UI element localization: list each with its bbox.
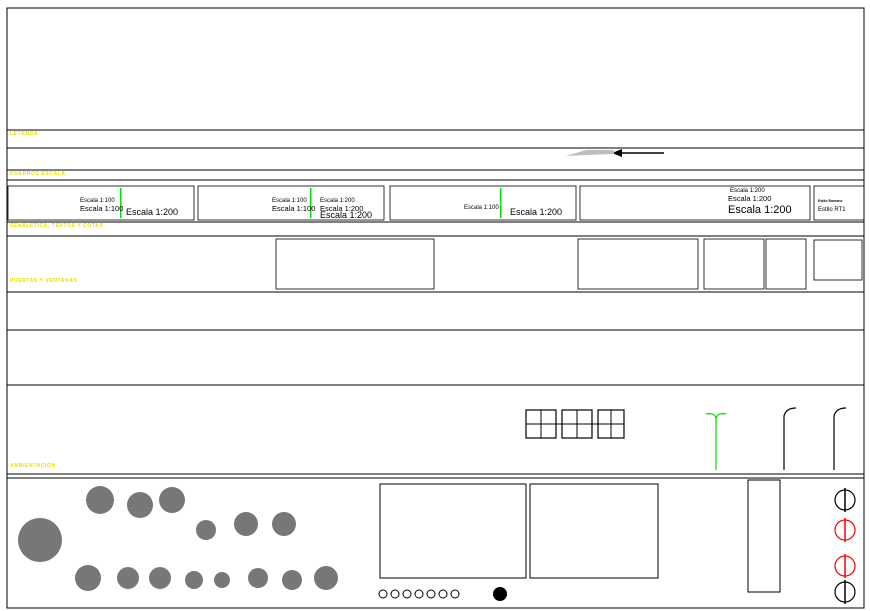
street-lamp (705, 413, 727, 470)
tree-block (248, 568, 268, 588)
tree-block (282, 570, 302, 590)
section-label-scales: CUADROS ESCALA (10, 171, 66, 177)
scale-label-large: Escala 1:200 (126, 207, 179, 217)
scale-label-small: Escala 1:100 (464, 205, 499, 211)
material-swatch (426, 589, 436, 599)
symbols-table (379, 483, 527, 579)
direction-arrow-head (612, 149, 622, 157)
scale-box (389, 185, 577, 221)
scale-label-large: Escala 1:200 (320, 198, 355, 204)
street-lamp (833, 407, 847, 470)
street-lamp (783, 407, 797, 470)
tree-block (185, 571, 203, 589)
scale-bar (120, 188, 122, 218)
font-sample-label: Estilo Romano (818, 199, 843, 203)
electrical-symbols-table (747, 479, 781, 593)
scale-label-right-large: Escala 1:200 (728, 204, 792, 216)
green-plan-box (577, 238, 699, 290)
scale-label-small: Escala 1:100 (80, 198, 115, 204)
scale-label-small: Escala 1:100 (272, 204, 316, 213)
tree-block (272, 512, 296, 536)
scale-label-small: Escala 1:100 (80, 204, 124, 213)
scale-label-large: Escala 1:200 (320, 204, 364, 213)
title-block (813, 239, 863, 281)
floor-plan-box (765, 238, 807, 290)
symbols-legend-table (529, 483, 659, 579)
doors-plan-strip (275, 238, 435, 290)
scale-box (197, 185, 385, 221)
tree-block (75, 565, 101, 591)
material-swatch (414, 589, 424, 599)
scale-box (579, 185, 811, 221)
material-swatch (402, 589, 412, 599)
section-label-doors-windows: PUERTAS Y VENTANAS (10, 278, 78, 284)
tree-block (196, 520, 216, 540)
section-label-signage: SEÑALETICA, TEXTOS Y COTAS (10, 223, 104, 229)
font-sample-label: Estilo RT1 (818, 207, 846, 213)
scale-bar (310, 188, 312, 218)
scale-label-large: Escala 1:200 (510, 207, 563, 217)
scale-label-large: Escala 1:200 (320, 210, 373, 220)
tree-block (117, 567, 139, 589)
material-swatch (390, 589, 400, 599)
section-label-ambient: AMBIENTACION (10, 463, 56, 469)
scale-label-right-small: Escala 1:200 (730, 188, 765, 194)
tree-blocks (18, 486, 338, 591)
material-swatch (438, 589, 448, 599)
font-sample-box (813, 185, 865, 221)
grey-arrow (566, 150, 614, 156)
scale-box (7, 185, 195, 221)
scale-bar (500, 188, 502, 218)
section-label-legend: LEYENDA (10, 131, 39, 137)
material-swatch (378, 589, 388, 599)
tree-block (234, 512, 258, 536)
tree-block (86, 486, 114, 514)
palm-tree-block (18, 518, 62, 562)
tree-block (159, 487, 185, 513)
tree-block (314, 566, 338, 590)
material-swatch-solid (493, 587, 507, 601)
scale-label-small: Escala 1:100 (272, 198, 307, 204)
tree-block (127, 492, 153, 518)
tree-block (214, 572, 230, 588)
sheet-border (6, 7, 865, 609)
material-swatch (450, 589, 460, 599)
scale-label-right-large: Escala 1:200 (728, 194, 772, 203)
floor-plan-box (703, 238, 765, 290)
tree-block (149, 567, 171, 589)
